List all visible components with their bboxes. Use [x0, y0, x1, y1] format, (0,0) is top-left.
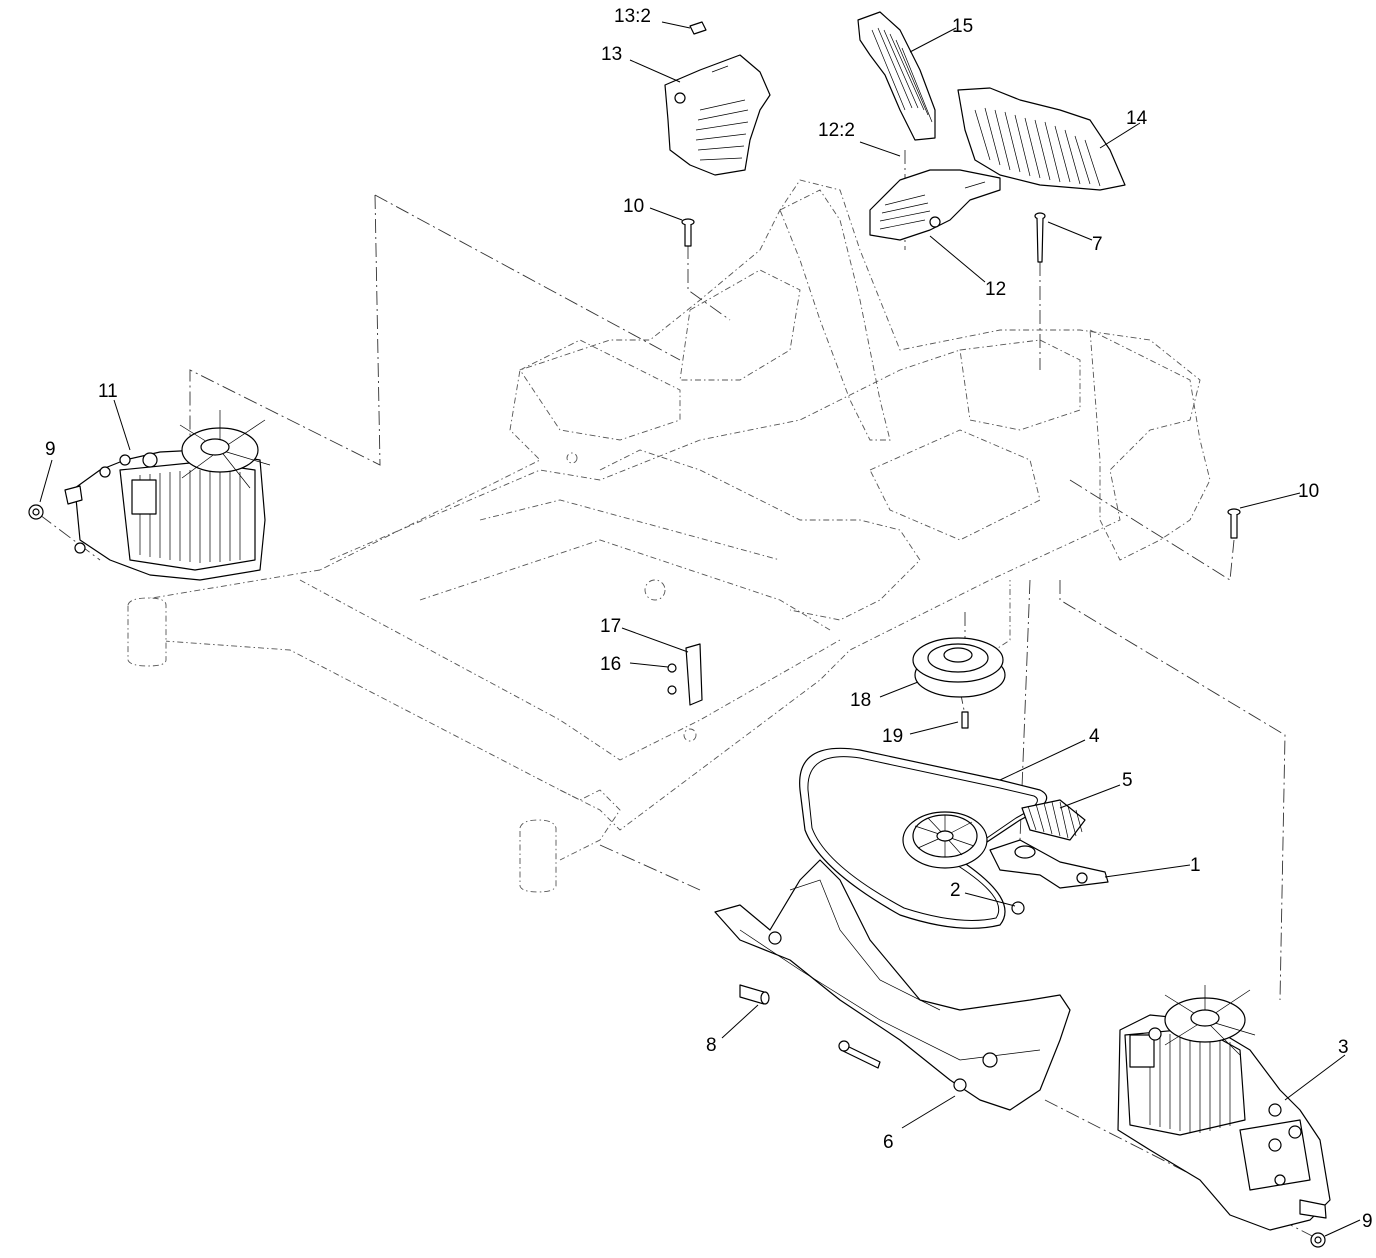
pin-8: [739, 984, 770, 1005]
pin-19: [961, 711, 969, 729]
callout-6: 6: [883, 1132, 894, 1153]
pulley-18: [912, 637, 1006, 698]
callout-1: 1: [1190, 855, 1201, 876]
bolt-bracket: [838, 1040, 881, 1069]
hydro-drive-left: [64, 410, 271, 581]
bolt-10-upper: [681, 218, 695, 247]
callout-18: 18: [850, 690, 871, 711]
bracket-17: [685, 643, 703, 706]
bolt-10-right: [1227, 508, 1241, 539]
spring-5: [1021, 799, 1086, 841]
callout-5: 5: [1122, 770, 1133, 791]
callout-9-left: 9: [45, 439, 56, 460]
leader-lines: [39, 21, 1361, 1237]
callout-labels: 1 2 3 4 5 6 7 8 9 9 10 10 11 12 12:2 13 …: [45, 6, 1373, 1232]
callout-7: 7: [1092, 234, 1103, 255]
bracket-6: [714, 859, 1071, 1111]
callout-2: 2: [950, 880, 961, 901]
callout-10-right: 10: [1298, 481, 1319, 502]
callout-12-2: 12:2: [818, 120, 855, 141]
callout-14: 14: [1126, 108, 1148, 129]
callout-9-right: 9: [1362, 1211, 1373, 1232]
deflector-left: [664, 54, 771, 176]
callout-15: 15: [952, 16, 973, 37]
bolt-7: [1034, 212, 1046, 263]
screw-16: [667, 663, 677, 695]
screen-side: [957, 87, 1126, 191]
callout-11: 11: [98, 381, 118, 402]
callout-12: 12: [985, 279, 1006, 300]
idler-arm-1: [902, 811, 1109, 889]
frame-outline: [127, 179, 1211, 893]
callout-10-upper: 10: [623, 196, 644, 217]
callout-4: 4: [1089, 726, 1100, 747]
callout-19: 19: [882, 726, 903, 747]
callout-13: 13: [601, 44, 622, 65]
callout-3: 3: [1338, 1037, 1349, 1058]
nut-9-left: [28, 504, 44, 520]
deflector-right: [869, 169, 1001, 241]
callout-13-2: 13:2: [614, 6, 651, 27]
callout-8: 8: [706, 1035, 717, 1056]
hydro-drive-right: [1117, 985, 1331, 1231]
bolt-2: [1011, 901, 1025, 915]
callout-16: 16: [600, 654, 621, 675]
clip-13-2: [689, 21, 707, 35]
screen-upper: [857, 11, 936, 141]
callout-17: 17: [600, 616, 621, 637]
nut-9-right: [1310, 1232, 1326, 1248]
